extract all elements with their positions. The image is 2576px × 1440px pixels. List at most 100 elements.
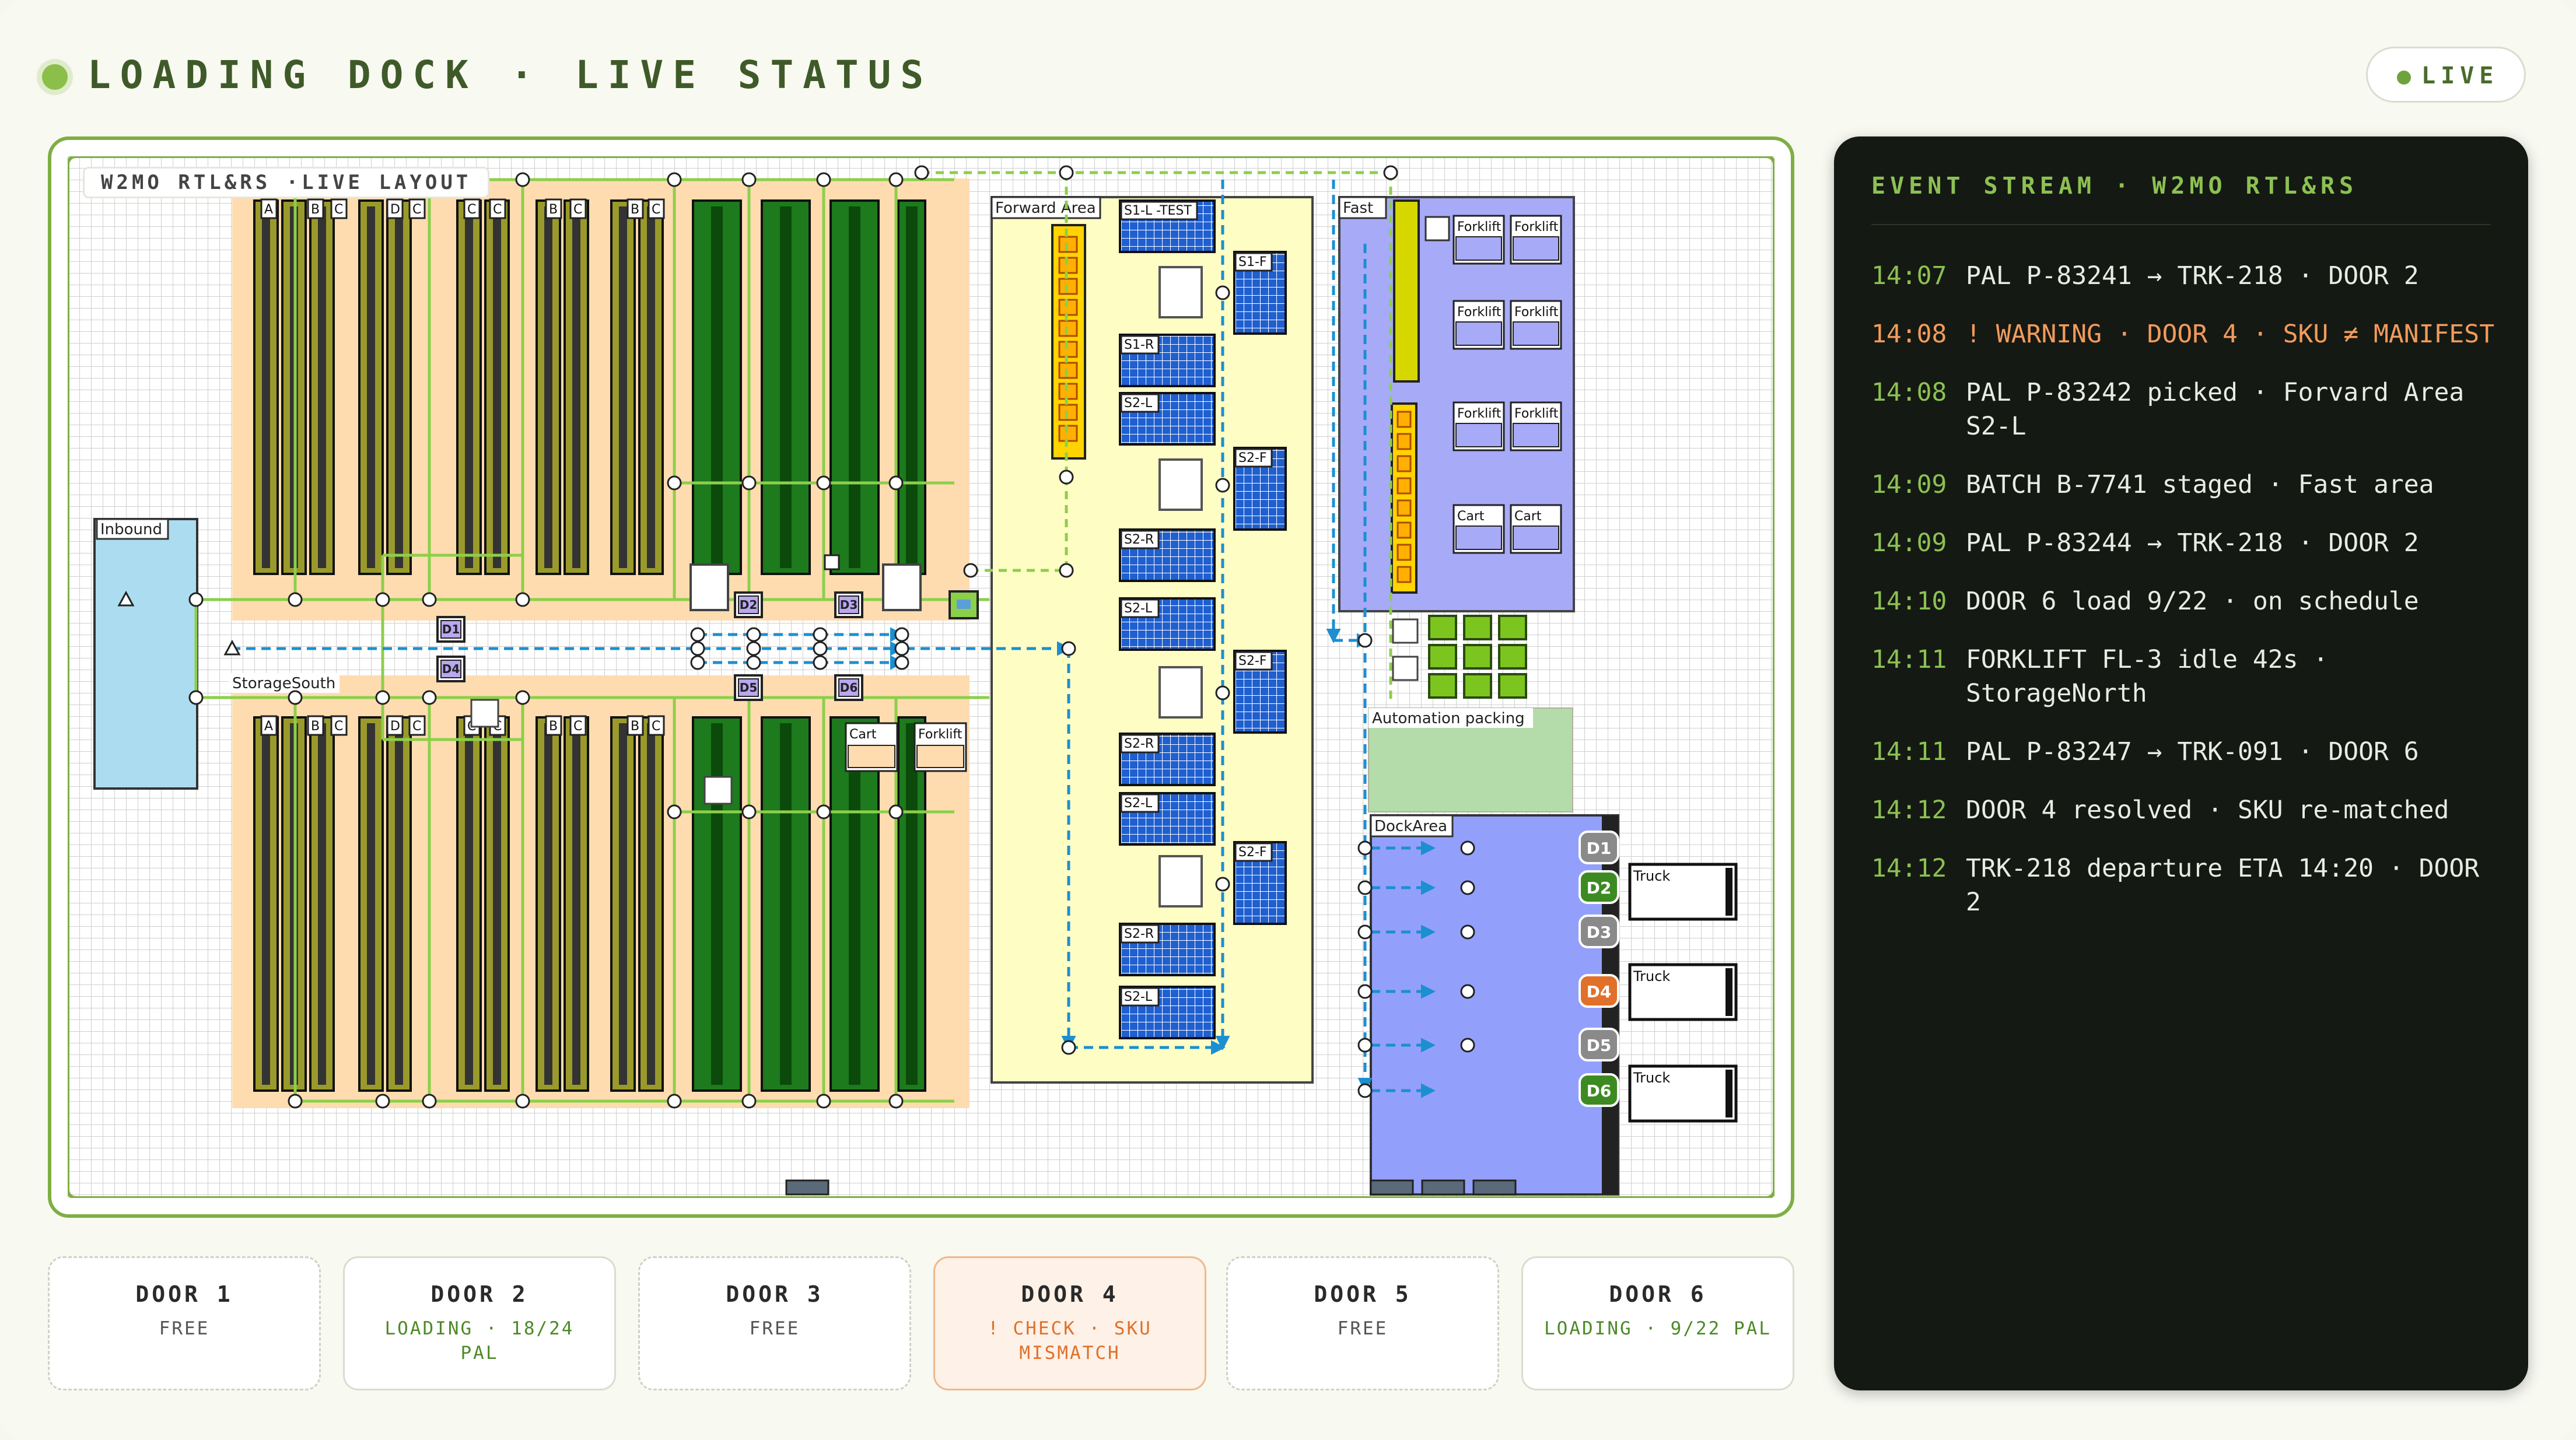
route-node[interactable] [690, 627, 705, 642]
route-node[interactable] [746, 641, 761, 656]
route-node[interactable] [1215, 285, 1230, 300]
fast-slot[interactable] [1396, 566, 1412, 583]
feeder-cell[interactable] [1428, 615, 1457, 640]
route-node[interactable] [1357, 1083, 1373, 1098]
route-node[interactable] [690, 641, 705, 656]
route-node[interactable] [741, 475, 757, 490]
event-item-warning[interactable]: 14:08! WARNING · DOOR 4 · SKU ≠ MANIFEST [1871, 317, 2501, 351]
fast-slot[interactable] [1396, 433, 1412, 450]
staging-bin[interactable] [1158, 855, 1203, 908]
live-indicator[interactable]: LIVE [2366, 47, 2526, 103]
route-node[interactable] [515, 690, 530, 705]
route-node[interactable] [1460, 880, 1475, 895]
route-node[interactable] [813, 655, 828, 670]
route-node[interactable] [1215, 685, 1230, 700]
feeder-box[interactable] [1392, 656, 1419, 681]
route-node[interactable] [1357, 840, 1373, 856]
route-node[interactable] [690, 655, 705, 670]
truck[interactable] [1628, 1064, 1738, 1123]
picking-slot[interactable] [1058, 362, 1078, 379]
feeder-cell[interactable] [1498, 644, 1527, 670]
fast-rack-slots[interactable] [1391, 402, 1418, 594]
route-node[interactable] [667, 172, 682, 187]
route-node[interactable] [288, 690, 303, 705]
feeder-cell[interactable] [1428, 673, 1457, 699]
route-node[interactable] [1460, 984, 1475, 999]
entry-marker-icon[interactable] [117, 590, 135, 607]
dock-door-d6[interactable] [1578, 1073, 1619, 1107]
route-node[interactable] [1357, 633, 1373, 648]
feeder-cell[interactable] [1428, 644, 1457, 670]
rack-blue-tall[interactable] [1233, 251, 1287, 335]
route-node[interactable] [1215, 478, 1230, 493]
route-node[interactable] [888, 804, 904, 819]
route-node[interactable] [1383, 165, 1398, 180]
door-card-6[interactable]: DOOR 6 LOADING · 9/22 PAL [1521, 1256, 1794, 1390]
route-node[interactable] [1460, 840, 1475, 856]
route-node[interactable] [1357, 1038, 1373, 1053]
feeder-cell[interactable] [1463, 644, 1492, 670]
route-node[interactable] [1215, 877, 1230, 892]
feeder-box[interactable] [1392, 618, 1419, 644]
route-node[interactable] [375, 592, 390, 607]
staging-bin[interactable] [1158, 266, 1203, 318]
route-node[interactable] [188, 592, 204, 607]
fast-slot[interactable] [1396, 411, 1412, 428]
feeder-cell[interactable] [1498, 673, 1527, 699]
route-node[interactable] [667, 475, 682, 490]
route-node[interactable] [894, 627, 909, 642]
truck[interactable] [1628, 863, 1738, 921]
route-node[interactable] [515, 1094, 530, 1109]
route-node[interactable] [813, 641, 828, 656]
route-node[interactable] [894, 641, 909, 656]
route-node[interactable] [375, 690, 390, 705]
dock-door-d4[interactable] [1578, 974, 1619, 1008]
dock-door-d5[interactable] [1578, 1028, 1619, 1061]
picking-slot[interactable] [1058, 320, 1078, 337]
route-node[interactable] [963, 563, 978, 578]
picking-slot[interactable] [1058, 257, 1078, 274]
route-node[interactable] [188, 690, 204, 705]
route-node[interactable] [1460, 1038, 1475, 1053]
route-node[interactable] [813, 627, 828, 642]
door-card-4[interactable]: DOOR 4 ! CHECK · SKU MISMATCH [933, 1256, 1206, 1390]
door-card-2[interactable]: DOOR 2 LOADING · 18/24 PAL [343, 1256, 616, 1390]
picking-slot[interactable] [1058, 383, 1078, 400]
small-bin[interactable] [470, 699, 499, 728]
route-node[interactable] [422, 1094, 437, 1109]
picking-slot[interactable] [1058, 404, 1078, 421]
route-node[interactable] [667, 804, 682, 819]
route-node[interactable] [746, 655, 761, 670]
route-node[interactable] [422, 690, 437, 705]
truck[interactable] [1628, 963, 1738, 1021]
route-node[interactable] [1357, 924, 1373, 940]
feeder-cell[interactable] [1463, 615, 1492, 640]
picking-slot[interactable] [1058, 341, 1078, 358]
staging-bin[interactable] [882, 563, 922, 611]
route-node[interactable] [422, 592, 437, 607]
route-node[interactable] [288, 592, 303, 607]
route-node[interactable] [667, 1094, 682, 1109]
picking-slot[interactable] [1058, 425, 1078, 442]
route-node[interactable] [914, 165, 929, 180]
route-node[interactable] [1059, 470, 1074, 485]
feeder-cell[interactable] [1463, 673, 1492, 699]
route-node[interactable] [1059, 165, 1074, 180]
dock-door-d3[interactable] [1578, 915, 1619, 948]
route-node[interactable] [741, 804, 757, 819]
route-node[interactable] [816, 172, 831, 187]
route-node[interactable] [888, 172, 904, 187]
route-node[interactable] [816, 475, 831, 490]
picking-slot[interactable] [1058, 278, 1078, 295]
fast-slot[interactable] [1396, 499, 1412, 517]
dock-door-d2[interactable] [1578, 870, 1619, 904]
route-node[interactable] [816, 1094, 831, 1109]
route-node[interactable] [888, 475, 904, 490]
route-node[interactable] [888, 1094, 904, 1109]
dock-door-d1[interactable] [1578, 831, 1619, 864]
